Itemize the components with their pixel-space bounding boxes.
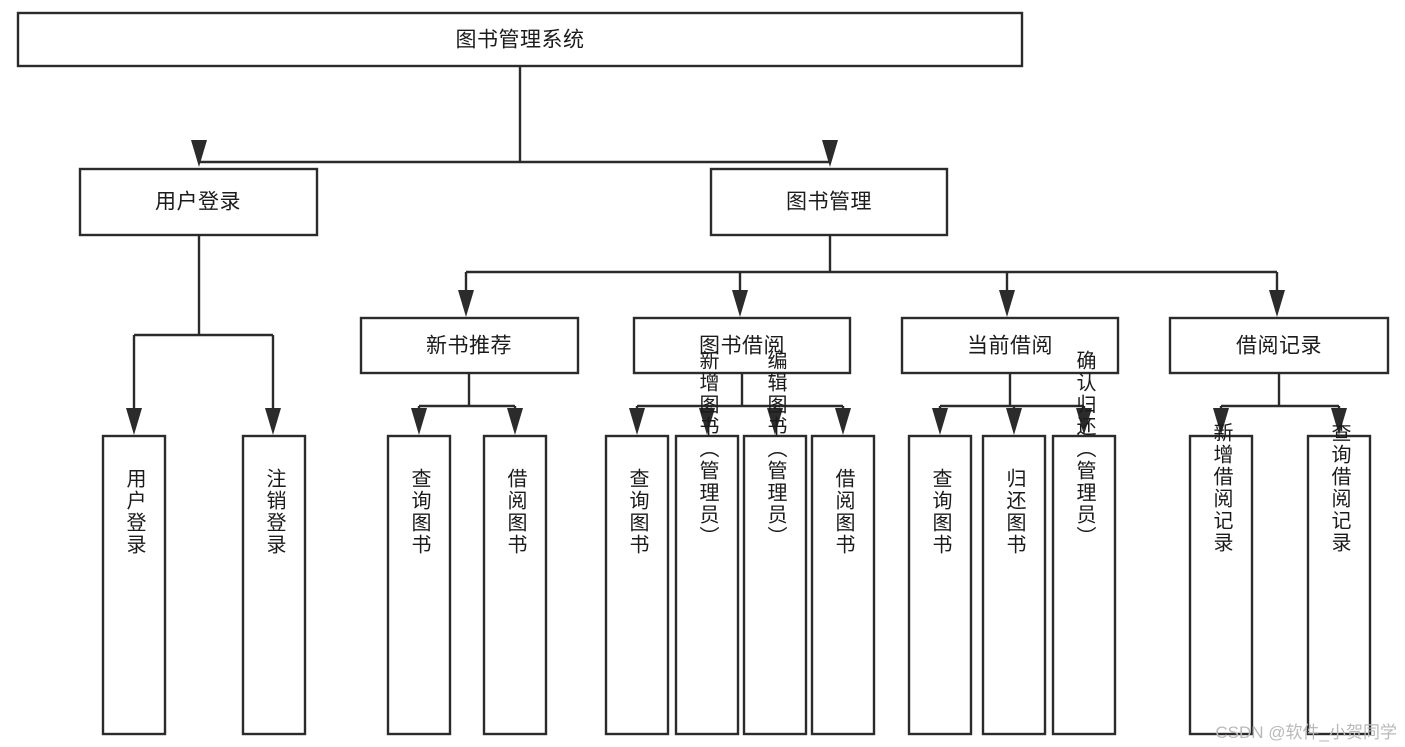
node-leaf-borrow-book-1-label: 借阅图书 <box>504 468 527 556</box>
node-leaf-return-book-box[interactable] <box>981 434 1047 736</box>
node-borrow-record-label: 借阅记录 <box>1236 335 1322 358</box>
node-leaf-logout-login-label: 注销登录 <box>263 468 286 556</box>
node-leaf-confirm-return-label: 确认归还（管理员） <box>1073 350 1096 548</box>
node-leaf-query-borrow-record[interactable]: 查询借阅记录 <box>1306 422 1372 736</box>
node-leaf-add-book-box[interactable] <box>674 434 740 736</box>
node-borrow-record-box[interactable] <box>1168 316 1390 375</box>
node-current-borrow-label: 当前借阅 <box>967 335 1053 358</box>
node-new-book-recommend-box[interactable] <box>359 316 580 375</box>
node-leaf-query-book-1-label: 查询图书 <box>408 468 431 556</box>
node-leaf-user-login[interactable]: 用户登录 <box>101 434 167 736</box>
node-leaf-query-book-1-box[interactable] <box>386 434 452 736</box>
node-leaf-add-borrow-record[interactable]: 新增借阅记录 <box>1188 422 1254 736</box>
arrow-to-user-login <box>191 140 207 167</box>
arrow-to-current-borrow <box>999 290 1015 317</box>
node-new-book-recommend[interactable]: 新书推荐 <box>359 316 580 375</box>
arrow-to-leaf-query-book-1 <box>411 408 427 435</box>
arrow-to-leaf-add-book <box>699 408 715 435</box>
node-user-login[interactable]: 用户登录 <box>78 167 319 237</box>
node-leaf-edit-book-box[interactable] <box>742 434 808 736</box>
arrow-to-leaf-confirm-return <box>1076 408 1092 435</box>
node-leaf-user-login-box[interactable] <box>101 434 167 736</box>
node-root-box[interactable] <box>16 11 1024 68</box>
node-leaf-borrow-book-2-label: 借阅图书 <box>832 468 855 556</box>
node-leaf-edit-book[interactable]: 编辑图书（管理员） <box>742 350 808 736</box>
connector-layer <box>126 66 1347 435</box>
arrow-to-leaf-add-borrow-record <box>1213 408 1229 435</box>
node-book-manage-box[interactable] <box>709 167 949 237</box>
node-leaf-query-book-3[interactable]: 查询图书 <box>907 434 973 736</box>
node-leaf-add-borrow-record-label: 新增借阅记录 <box>1210 422 1233 554</box>
node-leaf-query-book-2-label: 查询图书 <box>626 468 649 556</box>
arrow-to-leaf-return-book <box>1006 408 1022 435</box>
node-leaf-query-book-3-box[interactable] <box>907 434 973 736</box>
node-leaf-confirm-return[interactable]: 确认归还（管理员） <box>1051 350 1117 736</box>
csdn-watermark: CSDN @软件_小贺同学 <box>1215 723 1397 742</box>
node-book-manage-label: 图书管理 <box>786 191 872 214</box>
node-book-borrow[interactable]: 图书借阅 <box>632 316 852 375</box>
arrow-to-book-borrow <box>732 290 748 317</box>
node-leaf-borrow-book-2-box[interactable] <box>810 434 876 736</box>
node-leaf-borrow-book-1[interactable]: 借阅图书 <box>482 434 548 736</box>
node-borrow-record[interactable]: 借阅记录 <box>1168 316 1390 375</box>
node-leaf-user-login-label: 用户登录 <box>123 468 146 556</box>
arrow-to-leaf-query-borrow-record <box>1331 408 1347 435</box>
node-leaf-logout-login-box[interactable] <box>241 434 307 736</box>
arrow-to-leaf-query-book-2 <box>629 408 645 435</box>
arrow-to-new-book-recommend <box>458 290 474 317</box>
node-book-borrow-box[interactable] <box>632 316 852 375</box>
node-leaf-borrow-book-2[interactable]: 借阅图书 <box>810 434 876 736</box>
node-leaf-confirm-return-box[interactable] <box>1051 434 1117 736</box>
node-leaf-query-book-1[interactable]: 查询图书 <box>386 434 452 736</box>
node-user-login-box[interactable] <box>78 167 319 237</box>
node-leaf-logout-login[interactable]: 注销登录 <box>241 434 307 736</box>
arrow-to-leaf-borrow-book-1 <box>507 408 523 435</box>
node-current-borrow-box[interactable] <box>900 316 1120 375</box>
arrow-to-leaf-logout-login <box>265 408 281 435</box>
node-leaf-query-book-2[interactable]: 查询图书 <box>604 434 670 736</box>
arrow-to-borrow-record <box>1269 290 1285 317</box>
node-leaf-borrow-book-1-box[interactable] <box>482 434 548 736</box>
arrow-to-leaf-borrow-book-2 <box>835 408 851 435</box>
node-leaf-return-book-label: 归还图书 <box>1003 468 1026 556</box>
node-book-borrow-label: 图书借阅 <box>699 335 785 358</box>
node-leaf-add-book-label: 新增图书（管理员） <box>696 350 719 548</box>
node-root-label: 图书管理系统 <box>456 29 585 52</box>
node-leaf-query-borrow-record-label: 查询借阅记录 <box>1328 422 1351 554</box>
node-current-borrow[interactable]: 当前借阅 <box>900 316 1120 375</box>
node-leaf-query-book-2-box[interactable] <box>604 434 670 736</box>
node-leaf-return-book[interactable]: 归还图书 <box>981 434 1047 736</box>
node-leaf-query-borrow-record-box[interactable] <box>1306 434 1372 736</box>
arrow-to-leaf-user-login <box>126 408 142 435</box>
node-new-book-recommend-label: 新书推荐 <box>426 335 512 358</box>
node-leaf-add-book[interactable]: 新增图书（管理员） <box>674 350 740 736</box>
arrow-to-leaf-edit-book <box>767 408 783 435</box>
arrow-to-leaf-query-book-3 <box>932 408 948 435</box>
node-root[interactable]: 图书管理系统 <box>16 11 1024 68</box>
node-leaf-edit-book-label: 编辑图书（管理员） <box>764 350 787 548</box>
node-user-login-label: 用户登录 <box>155 191 241 214</box>
node-leaf-query-book-3-label: 查询图书 <box>929 468 952 556</box>
node-leaf-add-borrow-record-box[interactable] <box>1188 434 1254 736</box>
arrow-to-book-manage <box>822 140 838 167</box>
node-book-manage[interactable]: 图书管理 <box>709 167 949 237</box>
